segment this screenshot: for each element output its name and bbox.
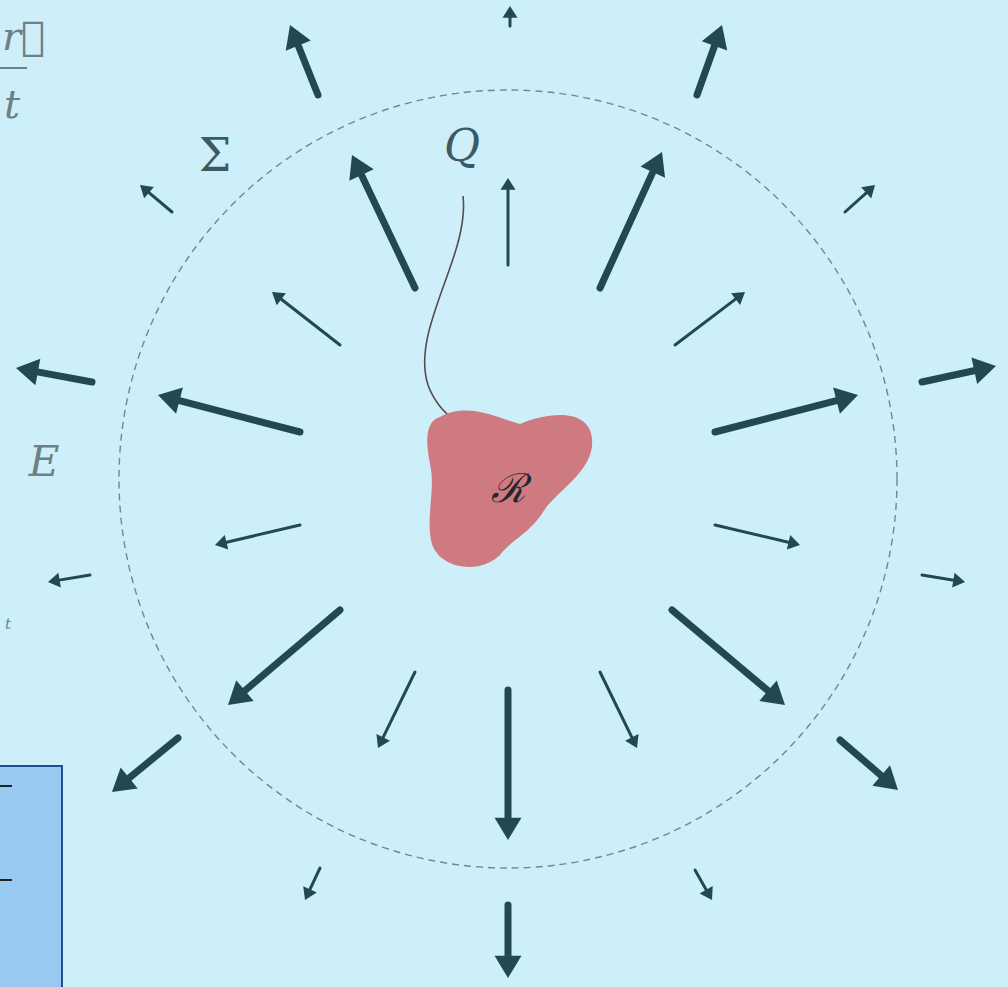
outward-arrows bbox=[16, 6, 996, 978]
arrow-head bbox=[303, 886, 317, 900]
arrow-head bbox=[16, 359, 40, 386]
field-arrow bbox=[840, 740, 883, 777]
arrow-head bbox=[971, 357, 996, 383]
field-arrow bbox=[361, 173, 415, 288]
arrow-head bbox=[861, 185, 875, 198]
arrow-head bbox=[702, 25, 727, 50]
arrow-head bbox=[272, 292, 286, 305]
field-arrow bbox=[128, 738, 178, 779]
field-arrow bbox=[715, 525, 790, 543]
field-arrow bbox=[672, 610, 770, 692]
charge-label: Q bbox=[444, 124, 480, 168]
arrow-head bbox=[140, 185, 154, 198]
field-arrow bbox=[675, 298, 737, 345]
field-arrow bbox=[298, 44, 318, 95]
field-arrow bbox=[695, 870, 707, 891]
field-arrow bbox=[507, 188, 510, 265]
arrow-head bbox=[503, 6, 518, 18]
field-arrow bbox=[845, 192, 868, 212]
arrow-head bbox=[112, 767, 138, 792]
field-arrow bbox=[382, 672, 415, 739]
region-blob: ℛ bbox=[428, 405, 598, 575]
field-arrow bbox=[697, 44, 715, 95]
field-arrow bbox=[309, 868, 320, 891]
field-arrow bbox=[922, 370, 976, 382]
closed-surface: Σℛ bbox=[118, 89, 898, 869]
formula-fragment: E bbox=[29, 441, 60, 483]
arrow-head bbox=[731, 292, 745, 305]
cropped-formula-box bbox=[0, 68, 62, 987]
formula-fragment: r⃗ bbox=[2, 16, 45, 56]
arrow-head bbox=[286, 25, 311, 51]
arrow-head bbox=[759, 680, 785, 705]
arrow-head bbox=[349, 155, 373, 181]
formula-fragment: t bbox=[4, 84, 20, 124]
field-arrow bbox=[280, 298, 340, 345]
field-arrow bbox=[58, 575, 90, 580]
arrow-head bbox=[872, 765, 898, 790]
field-arrow bbox=[36, 372, 92, 382]
arrow-head bbox=[495, 818, 522, 840]
field-arrow bbox=[243, 610, 340, 692]
arrow-head bbox=[376, 734, 389, 748]
arrow-head bbox=[501, 178, 516, 190]
arrow-head bbox=[952, 573, 965, 588]
formula-fragment: t bbox=[5, 617, 11, 632]
arrow-head bbox=[228, 680, 254, 705]
region-label: ℛ bbox=[491, 468, 526, 508]
field-arrow bbox=[225, 525, 300, 543]
arrow-head bbox=[158, 388, 183, 414]
arrow-head bbox=[625, 734, 638, 748]
arrow-head bbox=[215, 535, 228, 550]
surface-label: Σ bbox=[199, 132, 232, 178]
flux-leader bbox=[425, 196, 503, 445]
field-arrow bbox=[178, 400, 300, 432]
field-arrow bbox=[505, 905, 512, 958]
arrow-head bbox=[833, 387, 858, 413]
field-arrow bbox=[147, 191, 172, 212]
field-arrow bbox=[600, 672, 633, 739]
field-arrow bbox=[600, 170, 654, 288]
arrow-head bbox=[48, 573, 61, 588]
arrow-head bbox=[641, 152, 666, 178]
arrow-head bbox=[495, 956, 522, 978]
field-arrow bbox=[505, 690, 512, 820]
field-arrow bbox=[715, 400, 838, 432]
field-arrow bbox=[922, 575, 955, 580]
arrow-head bbox=[700, 886, 713, 900]
arrow-head bbox=[787, 535, 800, 550]
